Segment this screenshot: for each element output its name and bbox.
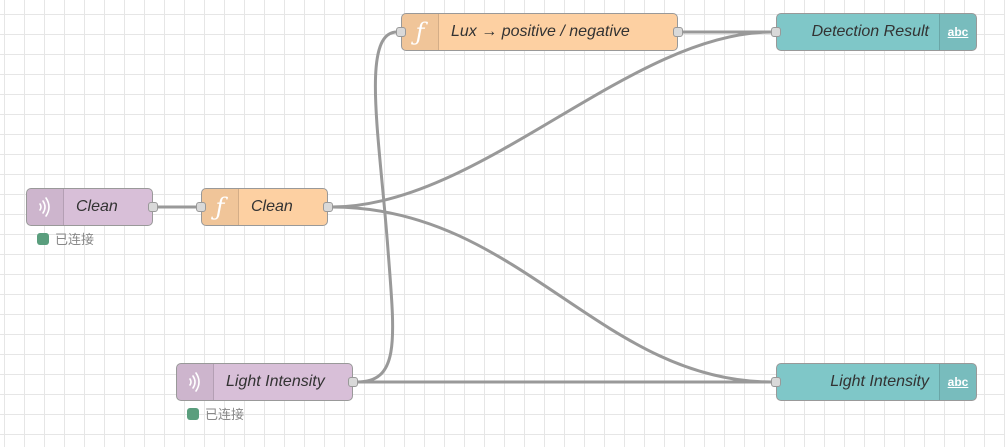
mqtt-in-node-clean[interactable]: Clean bbox=[26, 188, 158, 226]
input-port[interactable] bbox=[396, 27, 406, 37]
mqtt-wave-icon bbox=[27, 189, 64, 225]
status-connected-clean: 已连接 bbox=[37, 229, 94, 248]
status-dot bbox=[187, 407, 199, 420]
input-port[interactable] bbox=[196, 202, 206, 212]
input-port[interactable] bbox=[771, 27, 781, 37]
node-label: Clean bbox=[251, 198, 293, 215]
input-port[interactable] bbox=[771, 377, 781, 387]
output-port[interactable] bbox=[148, 202, 158, 212]
output-port[interactable] bbox=[348, 377, 358, 387]
wire-func-clean-to-detection-result[interactable] bbox=[331, 30, 773, 209]
text-node-detection-result[interactable]: Detection Result abc bbox=[771, 13, 977, 51]
output-port[interactable] bbox=[323, 202, 333, 212]
status-text: 已连接 bbox=[55, 232, 95, 247]
abc-icon: abc bbox=[939, 364, 976, 400]
status-text: 已连接 bbox=[205, 407, 245, 422]
node-label: Detection Result bbox=[811, 23, 929, 40]
wire-light-intensity-to-lux[interactable] bbox=[356, 30, 398, 384]
status-dot bbox=[37, 232, 49, 245]
mqtt-in-node-light-intensity[interactable]: Light Intensity bbox=[176, 363, 358, 401]
function-icon: ƒ bbox=[402, 14, 439, 50]
wire-func-clean-to-light-intensity-text[interactable] bbox=[331, 205, 773, 384]
node-label: Clean bbox=[76, 198, 118, 215]
node-label: Light Intensity bbox=[226, 373, 325, 390]
status-connected-light-intensity: 已连接 bbox=[187, 404, 244, 423]
function-node-lux[interactable]: ƒ Lux → positive / negative bbox=[396, 13, 683, 51]
abc-icon: abc bbox=[939, 14, 976, 50]
function-node-clean[interactable]: ƒ Clean bbox=[196, 188, 333, 226]
text-node-light-intensity[interactable]: Light Intensity abc bbox=[771, 363, 977, 401]
node-label: Light Intensity bbox=[830, 373, 929, 390]
output-port[interactable] bbox=[673, 27, 683, 37]
mqtt-wave-icon bbox=[177, 364, 214, 400]
function-icon: ƒ bbox=[202, 189, 239, 225]
node-label: Lux → positive / negative bbox=[451, 23, 630, 40]
